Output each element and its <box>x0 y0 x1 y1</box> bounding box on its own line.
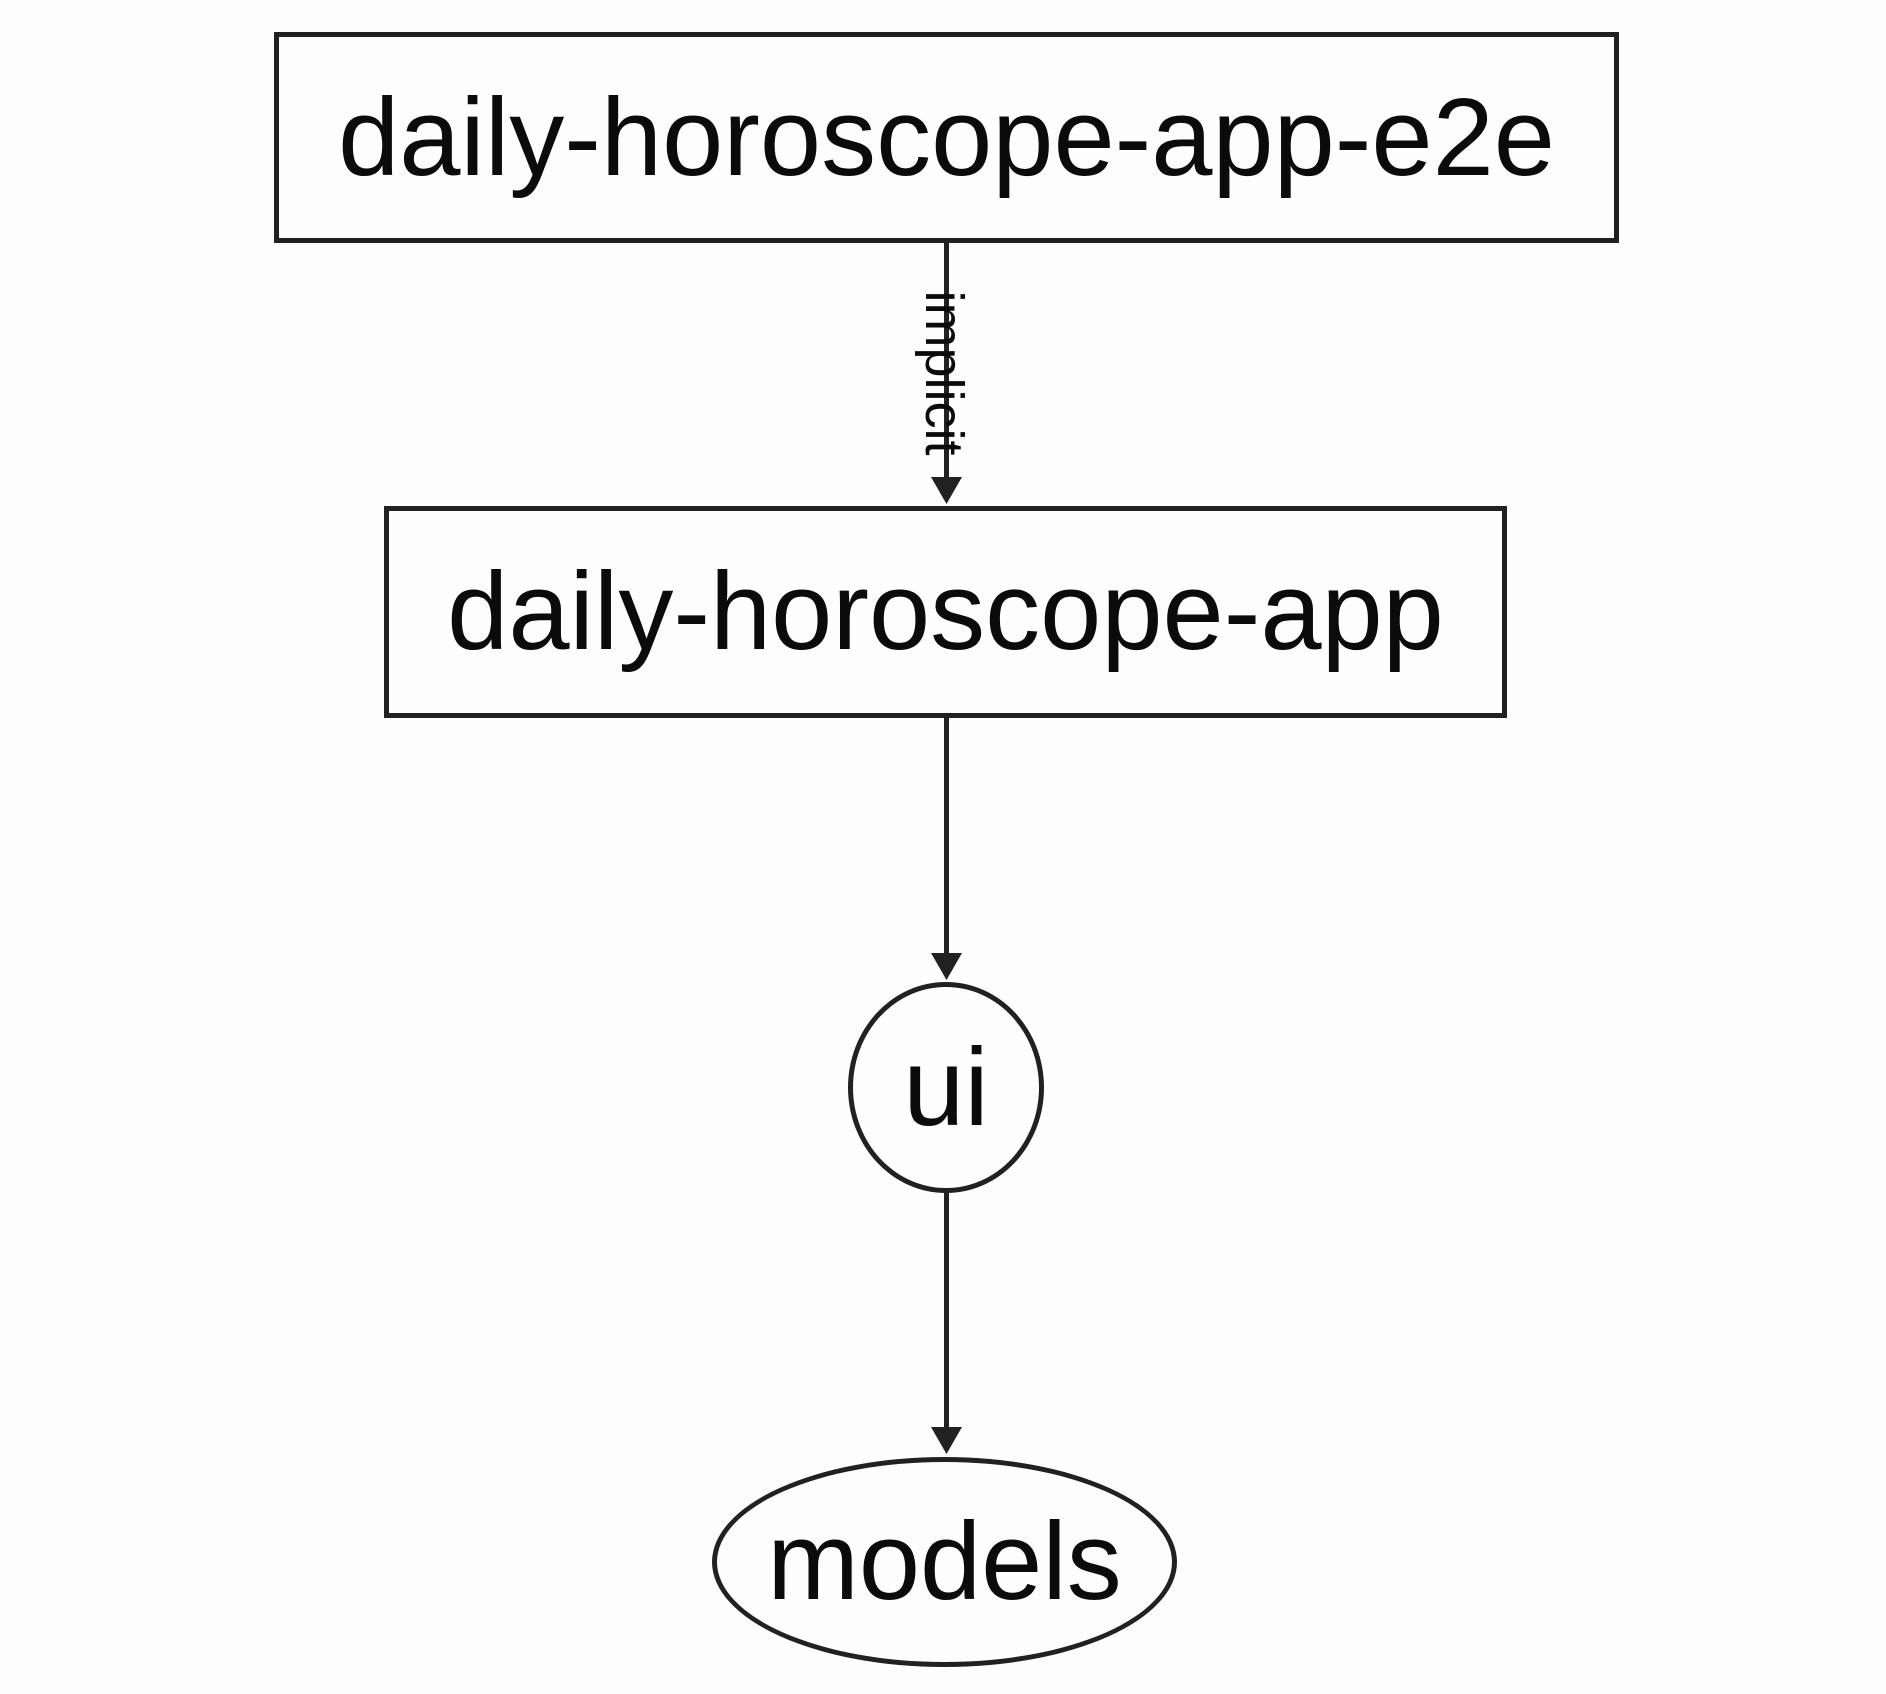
node-daily-horoscope-app-e2e-label: daily-horoscope-app-e2e <box>338 75 1555 199</box>
edge-e2e-to-app-arrowhead-icon <box>931 477 962 504</box>
edge-app-to-ui-arrowhead-icon <box>931 953 962 980</box>
node-daily-horoscope-app-label: daily-horoscope-app <box>447 550 1444 673</box>
node-models[interactable]: models <box>712 1457 1177 1667</box>
edge-ui-to-models-arrowhead-icon <box>931 1427 962 1454</box>
node-ui-label: ui <box>903 1025 989 1149</box>
node-models-label: models <box>767 1500 1122 1623</box>
node-daily-horoscope-app-e2e[interactable]: daily-horoscope-app-e2e <box>274 32 1619 243</box>
node-ui[interactable]: ui <box>848 982 1044 1193</box>
node-daily-horoscope-app[interactable]: daily-horoscope-app <box>384 506 1507 718</box>
edge-implicit-label: implicit <box>914 290 974 456</box>
